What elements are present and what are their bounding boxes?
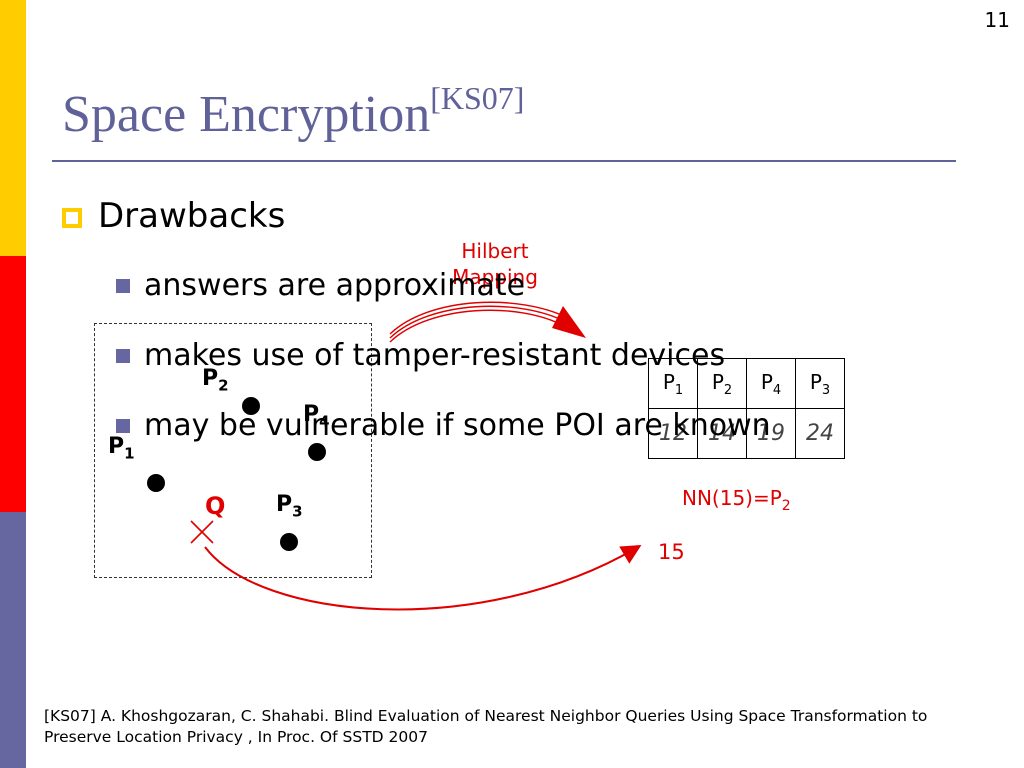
hilbert-mapping-arrow [389,301,586,343]
side-bar-red [0,256,26,512]
sub-bullet-1: answers are approximate [116,268,525,303]
table-header-cell: P3 [795,358,845,409]
bullet-heading: Drawbacks [98,196,286,236]
title-text: Space Encryption [62,86,431,143]
nn-result: NN(15)=P2 [682,486,791,514]
query-cross-icon [190,520,214,544]
table-header-cell: P4 [746,358,796,409]
slide-number: 11 [984,8,1010,32]
point-p1-dot [147,474,165,492]
point-p2-dot [242,397,260,415]
square-bullet-icon [62,208,82,228]
sub-bullet-text: makes use of tamper-resistant devices [144,338,726,373]
point-label-p2: P2 [202,366,229,395]
table-header-row: P1 P2 P4 P3 [648,358,845,409]
table-value-cell: 14 [697,408,747,459]
query-label: Q [205,492,226,520]
point-p4-dot [308,443,326,461]
table-value-cell: 24 [795,408,845,459]
sub-bullet-2: makes use of tamper-resistant devices [116,338,725,373]
hilbert-value-table: P1 P2 P4 P3 12 14 19 24 [648,358,845,459]
point-p3-dot [280,533,298,551]
point-label-p3: P3 [276,492,303,521]
point-label-p1: P1 [108,434,135,463]
side-bar-blue [0,512,26,768]
title-citation: [KS07] [430,80,525,116]
footnote-citation: [KS07] A. Khoshgozaran, C. Shahabi. Blin… [44,707,928,746]
query-hilbert-value: 15 [658,540,685,564]
square-bullet-icon [116,348,130,363]
table-header-cell: P1 [648,358,698,409]
slide-title: Space Encryption[KS07] [62,80,524,144]
table-value-row: 12 14 19 24 [648,408,845,459]
sub-bullet-text: answers are approximate [144,268,526,303]
square-bullet-icon [116,418,130,433]
sub-bullet-text: may be vulnerable if some POI are known [144,408,771,443]
table-header-cell: P2 [697,358,747,409]
title-divider [52,160,956,162]
query-mapping-arrow [204,544,642,611]
table-value-cell: 12 [648,408,698,459]
sub-bullet-3: may be vulnerable if some POI are known [116,408,771,443]
side-bar-yellow [0,0,26,256]
space-region [94,323,372,578]
hilbert-mapping-label: Hilbert Mapping [452,239,538,289]
bullet-drawbacks: Drawbacks [62,196,285,236]
point-label-p4: P4 [303,402,330,431]
square-bullet-icon [116,278,130,293]
table-value-cell: 19 [746,408,796,459]
